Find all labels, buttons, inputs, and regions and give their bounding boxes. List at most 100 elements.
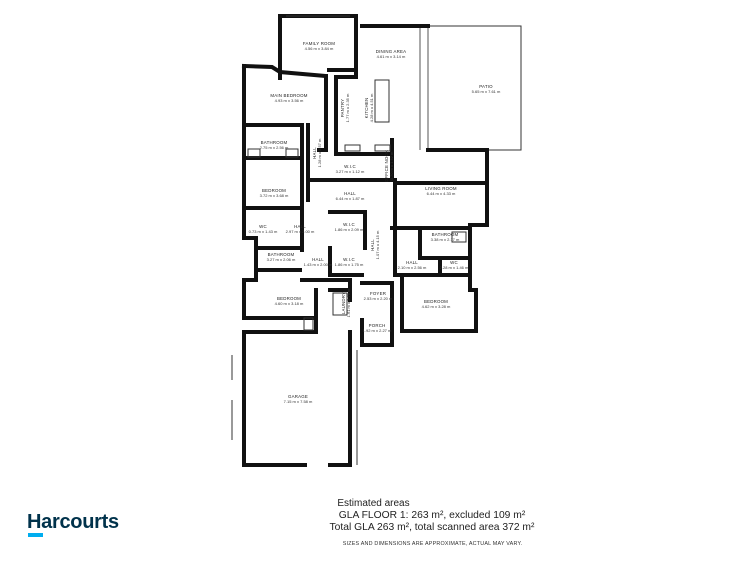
harcourts-logo: Harcourts [27,511,119,537]
room-name: BATHROOM [268,252,295,257]
room-name: W.I.C [343,222,355,227]
room-wic-1: W.I.C3.27 m x 1.12 m [336,164,365,174]
room-name: WC [450,260,458,265]
room-dimensions: 3.38 m x 2.17 m [431,237,460,242]
room-dimensions: 5.65 m x 7.61 m [472,89,501,94]
room-name: HALL [312,147,317,159]
room-wic-2: W.I.C1.86 m x 2.09 m [335,222,364,232]
room-dimensions: 4.60 m x 3.18 m [275,301,304,306]
room-dimensions: 4.61 m x 3.14 m [377,54,406,59]
room-name: BATHROOM [261,140,288,145]
room-dimensions: 7.15 m x 7.58 m [284,399,313,404]
room-dimensions: 1.92 m x 2.27 m [363,328,392,333]
room-dimensions: 1.86 m x 2.09 m [335,227,364,232]
room-name: PANTRY [340,99,345,118]
room-dimensions: 1.77 m x 2.35 m [345,93,350,122]
room-dimensions: 1.43 m x 2.00 m [304,262,333,267]
room-dimensions: 1.07 m x 4.15 m [375,230,380,259]
family-room-walls [278,14,358,80]
room-dimensions: 0.70 m x 1.52 m [389,151,394,180]
room-dimensions: 3.72 m x 3.68 m [260,193,289,198]
room-name: PORCH [369,323,386,328]
room-name: BATHROOM [432,232,459,237]
room-name: BEDROOM [262,188,286,193]
estimates-title: Estimated areas [337,498,410,509]
outer-walls [241,24,489,334]
room-name: KITCHEN [364,98,369,119]
brand-name: Harcourts [27,511,119,533]
room-dimensions: 0.73 m x 1.43 m [249,229,278,234]
room-wc-2: WC2.28 m x 1.46 m [440,260,469,270]
room-dimensions: 2.97 m x 2.00 m [286,229,315,234]
room-name: W.I.C [344,164,356,169]
room-name: HALL [312,257,324,262]
kitchen-fixtures [247,79,467,243]
room-name: PATIO [479,84,493,89]
total-gla-line: Total GLA 263 m², total scanned area 372… [329,522,535,533]
room-name: LIVING ROOM [425,186,457,191]
estimated-areas: Estimated areas GLA FLOOR 1: 263 m², exc… [0,497,749,534]
patio-deck [419,25,522,151]
room-name: GARAGE [288,394,308,399]
room-name: HALL [344,191,356,196]
room-wic-3: W.I.C1.86 m x 1.75 m [335,257,364,267]
room-dimensions: 4.93 m x 3.56 m [275,98,304,103]
room-dimensions: 1.28 m x 2.57 m [317,138,322,167]
room-name: HALL [370,239,375,251]
room-name: OFFICE NOOK [384,150,389,182]
room-dimensions: 1.86 m x 1.75 m [335,262,364,267]
room-name: HALL [406,260,418,265]
room-dimensions: 3.27 m x 2.06 m [267,257,296,262]
room-dimensions: 4.56 m x 3.84 m [305,46,334,51]
room-name: MAIN BEDROOM [270,93,307,98]
room-name: LAUNDRY [341,292,346,314]
room-dimensions: 2.10 m x 2.56 m [398,265,427,270]
room-dimensions: 4.62 m x 3.28 m [422,304,451,309]
room-dimensions: 6.44 m x 1.87 m [336,196,365,201]
inner-walls [242,98,472,347]
room-dimensions: 3.27 m x 1.12 m [336,169,365,174]
room-name: FOYER [370,291,386,296]
room-name: BEDROOM [424,299,448,304]
brand-accent-bar [28,533,43,537]
room-dimensions: 4.28 m x 4.51 m [369,93,374,122]
room-name: FAMILY ROOM [303,41,335,46]
room-dimensions: 1.61 m x 2.76 m [346,288,351,317]
room-name: W.I.C [343,257,355,262]
room-dimensions: 2.75 m x 2.56 m [260,145,289,150]
gla-floor-line: GLA FLOOR 1: 263 m², excluded 109 m² [338,510,526,521]
disclaimer: SIZES AND DIMENSIONS ARE APPROXIMATE, AC… [342,541,523,547]
room-name: HALL [294,224,306,229]
laundry-fixtures [303,292,348,331]
room-name: WC [259,224,267,229]
garage-walls [231,330,358,467]
room-name: DINING AREA [376,49,407,54]
room-dimensions: 2.53 m x 2.20 m [364,296,393,301]
